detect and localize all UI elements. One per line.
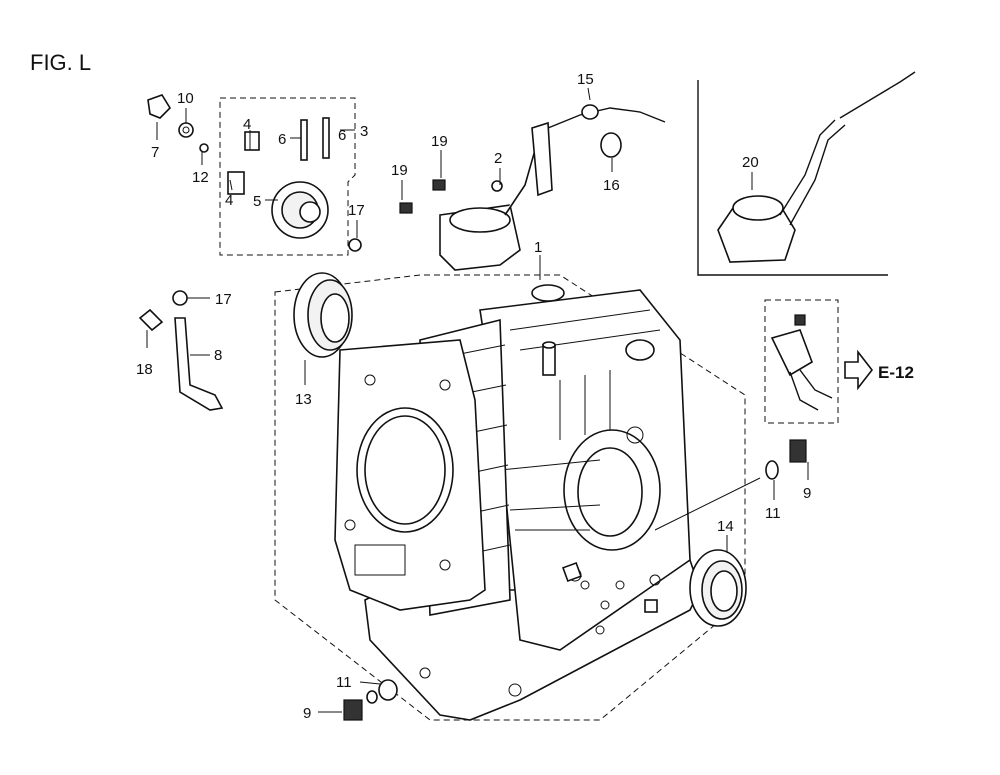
callout-8: 8 xyxy=(214,347,222,364)
callout-17-upper: 17 xyxy=(348,202,365,219)
callout-9-right: 9 xyxy=(803,485,811,502)
reference-arrow: E-12 xyxy=(844,349,914,391)
callout-6-right: 6 xyxy=(338,127,346,144)
callout-10: 10 xyxy=(177,90,194,107)
governor-assembly xyxy=(227,117,330,239)
small-hardware-left xyxy=(138,94,362,411)
leader-lines xyxy=(146,87,809,713)
callout-11-right: 11 xyxy=(765,505,781,522)
reference-label: E-12 xyxy=(878,363,914,382)
governor-group-box xyxy=(219,97,356,256)
callout-15: 15 xyxy=(577,71,594,88)
oil-sensor-inset-box xyxy=(697,80,888,276)
callout-5: 5 xyxy=(253,193,261,210)
callout-numbers: 1 2 3 4 4 5 6 6 7 8 9 9 10 11 11 12 13 1… xyxy=(136,71,811,722)
callout-12: 12 xyxy=(192,169,209,186)
oil-alert-group-box xyxy=(764,299,839,424)
crankcase xyxy=(334,284,701,721)
callout-19-upper: 19 xyxy=(431,133,448,150)
oil-level-switch xyxy=(399,104,666,271)
oil-sensor-unit xyxy=(717,71,916,263)
callout-19-lower: 19 xyxy=(391,162,408,179)
callout-7: 7 xyxy=(151,144,159,161)
callout-16: 16 xyxy=(603,177,620,194)
callout-4-upper: 4 xyxy=(243,116,251,133)
bolts-and-washers xyxy=(343,439,807,721)
oil-seal xyxy=(689,549,747,627)
callout-14: 14 xyxy=(717,518,734,535)
callout-6-left: 6 xyxy=(278,131,286,148)
callout-1: 1 xyxy=(534,239,542,256)
callout-11-bottom: 11 xyxy=(336,674,352,691)
callout-3: 3 xyxy=(360,123,368,140)
callout-2: 2 xyxy=(494,150,502,167)
callout-9-bottom: 9 xyxy=(303,705,311,722)
callout-13: 13 xyxy=(295,391,312,408)
figure-title: FIG. L xyxy=(30,50,91,75)
callout-20: 20 xyxy=(742,154,759,171)
callout-17-lower: 17 xyxy=(215,291,232,308)
oil-alert-unit xyxy=(770,314,833,411)
callout-4-lower: 4 xyxy=(225,192,233,209)
callout-18: 18 xyxy=(136,361,153,378)
ball-bearing xyxy=(293,272,353,358)
